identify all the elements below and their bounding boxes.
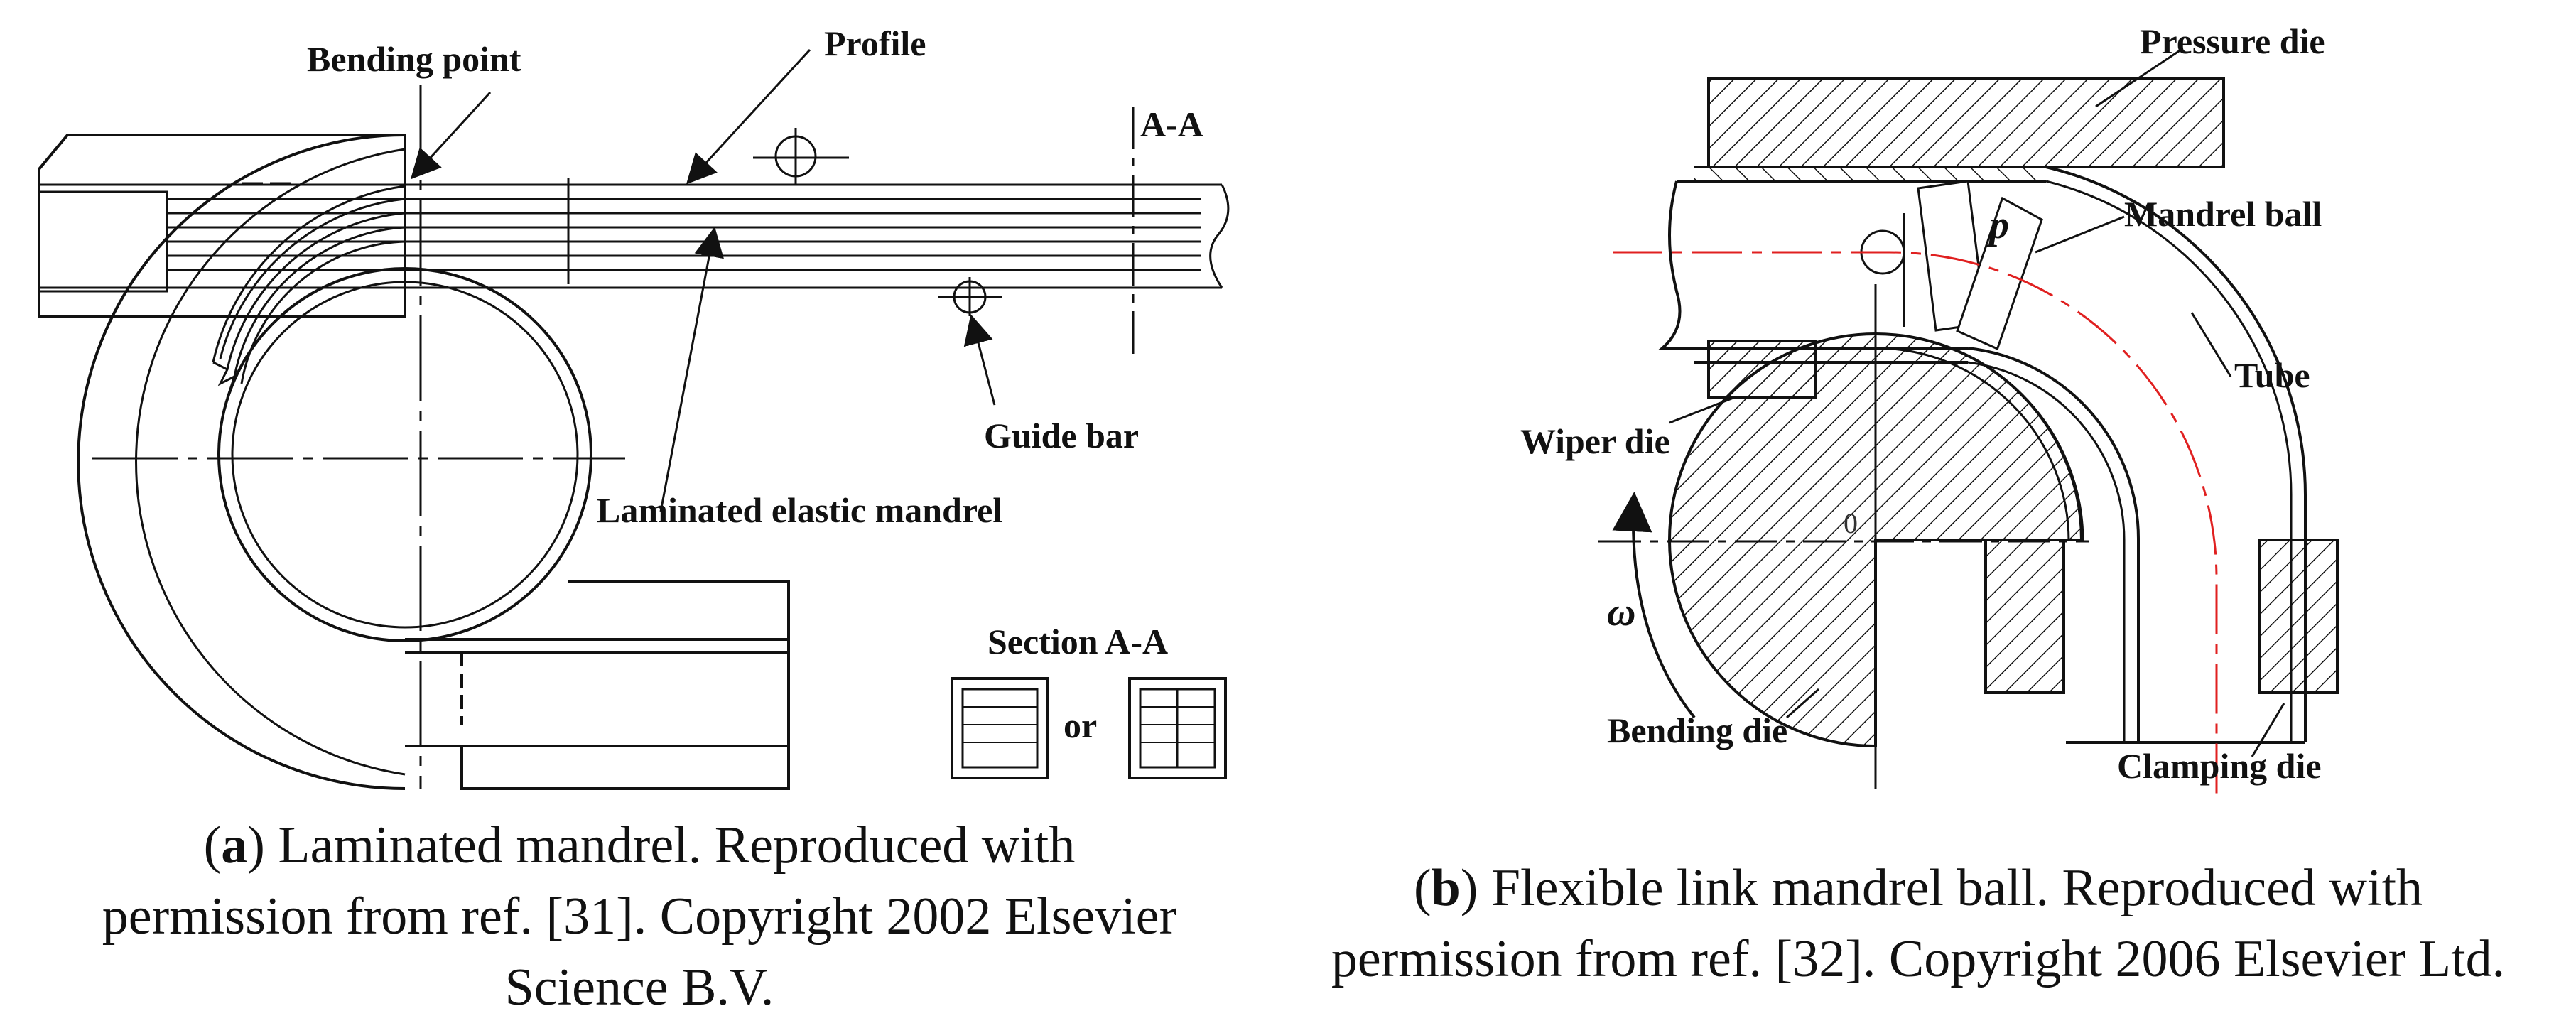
panel-a-diagram: Bending point Profile A-A Guide bar Lami… (38, 23, 1230, 790)
label-pressure-symbol: p (1986, 203, 2009, 247)
label-or: or (1064, 705, 1097, 745)
bent-profile-outer (77, 134, 406, 790)
label-tube: Tube (2234, 355, 2310, 395)
caption-a-line1: ) Laminated mandrel. Reproduced with (247, 816, 1076, 875)
label-pressure-die: Pressure die (2140, 21, 2325, 61)
label-section-marker: A-A (1140, 104, 1203, 144)
label-bending-point: Bending point (307, 39, 521, 79)
caption-a-letter: a (221, 816, 248, 875)
label-clamping-die: Clamping die (2117, 746, 2322, 786)
label-mandrel-ball: Mandrel ball (2124, 194, 2322, 234)
rotation-arrow-omega (1612, 492, 1696, 719)
label-wiper-die: Wiper die (1520, 421, 1670, 461)
tube-bend-inner (1967, 347, 2141, 742)
tube-bend-outer (2045, 166, 2307, 742)
label-origin: 0 (1844, 507, 1858, 539)
mandrel-balls (1860, 180, 2043, 351)
caption-a-line3: Science B.V. (504, 958, 774, 1017)
left-inner-block (38, 190, 168, 293)
red-centerline (1613, 251, 2218, 803)
bending-die-circle-a (217, 267, 592, 642)
caption-b-letter: b (1431, 859, 1461, 917)
label-guide-bar: Guide bar (984, 416, 1139, 455)
wiper-die (1707, 340, 1817, 399)
clamping-die-right (2258, 539, 2339, 694)
label-section-title: Section A-A (987, 622, 1168, 661)
label-omega: ω (1607, 590, 1636, 634)
section-aa-option1 (951, 677, 1049, 779)
clamping-die-left (1984, 539, 2065, 694)
pressure-die (1707, 77, 2225, 168)
caption-panel-b: (b) Flexible link mandrel ball. Reproduc… (1331, 859, 2506, 988)
label-bending-die: Bending die (1607, 710, 1787, 750)
label-profile: Profile (824, 23, 926, 63)
caption-b-line1: ) Flexible link mandrel ball. Reproduced… (1460, 859, 2423, 917)
caption-panel-a: (a) Laminated mandrel. Reproduced with p… (102, 816, 1177, 1017)
section-aa-option2 (1128, 677, 1227, 779)
caption-b-line2: permission from ref. [32]. Copyright 200… (1331, 930, 2506, 988)
label-laminated-mandrel: Laminated elastic mandrel (597, 490, 1002, 530)
caption-a-line2: permission from ref. [31]. Copyright 200… (102, 887, 1177, 946)
panel-b-diagram: Pressure die Mandrel ball Tube Wiper die… (1520, 21, 2339, 803)
lower-profile (405, 580, 790, 790)
